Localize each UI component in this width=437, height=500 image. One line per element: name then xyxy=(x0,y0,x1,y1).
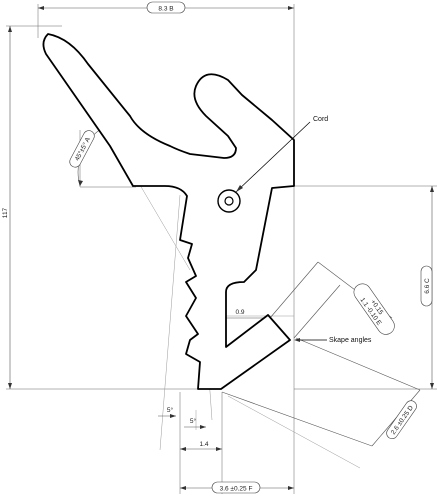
label-cord: Cord xyxy=(313,116,328,123)
dim-right-height-label: 6.6 C xyxy=(424,278,431,294)
dim-inner-gap-label: 0.9 xyxy=(235,309,244,316)
dim-bottom-width-label: 3.6 ±0.25 F xyxy=(220,485,253,492)
seal-profile xyxy=(42,33,295,390)
dim-offset-label: 1.4 xyxy=(199,441,208,448)
dimension-top-width: 8.3 B xyxy=(38,1,294,14)
dim-angle-right-label: 5° xyxy=(190,417,197,425)
dimension-bottom-width: 3.6 ±0.25 F xyxy=(180,481,294,494)
cord-center xyxy=(224,196,234,206)
dimension-inner-gap: 0.9 xyxy=(222,309,268,319)
dimension-tolerance-e: +0.15 1.1 -0.10 E xyxy=(269,261,395,339)
label-skape-angles: Skape angles xyxy=(329,337,372,344)
dimension-offset: 1.4 xyxy=(180,441,222,451)
dim-angle-left-label: 5° xyxy=(167,406,174,414)
dimension-right-height: 6.6 C xyxy=(420,186,434,389)
dimension-skape-angles: 5° 5° xyxy=(158,406,206,429)
leader-cord: Cord xyxy=(235,116,328,193)
leader-skape-angles: Skape angles xyxy=(294,337,372,344)
dim-overall-height-label: 117 xyxy=(2,207,9,218)
dim-top-width-label: 8.3 B xyxy=(158,5,173,12)
dimension-overall-height: 117 xyxy=(2,26,12,389)
seal-outline xyxy=(42,33,295,390)
